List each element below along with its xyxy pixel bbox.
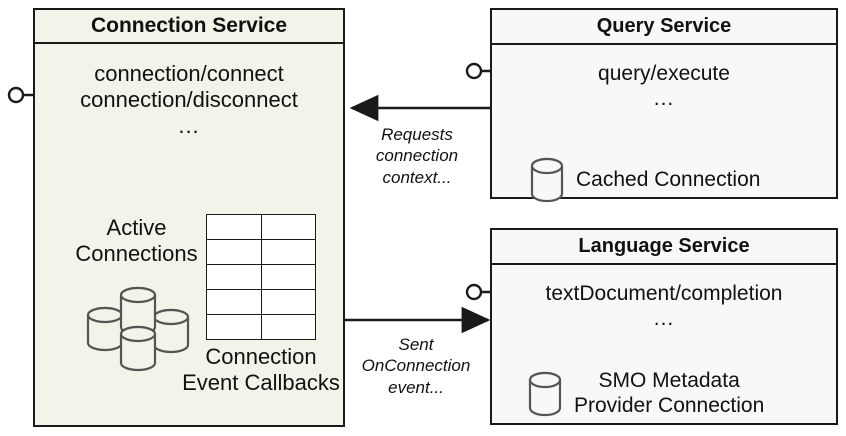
- requests-label-line2: connection: [375, 146, 459, 166]
- operation-textdocument-completion[interactable]: textDocument/completion: [545, 282, 783, 305]
- database-cylinder-icon: [530, 157, 564, 203]
- language-service-datastore: SMO Metadata Provider Connection: [528, 369, 764, 419]
- active-connections-label-line2: Connections: [75, 240, 198, 266]
- component-query-service[interactable]: Query Service query/execute ... Cached C…: [490, 8, 838, 203]
- component-language-service[interactable]: Language Service textDocument/completion…: [490, 228, 838, 425]
- table-cell: [206, 264, 262, 290]
- database-cylinder-icon: [528, 371, 562, 416]
- connection-service-operations: connection/connect connection/disconnect…: [35, 44, 343, 139]
- query-service-body: query/execute ... Cached Connection: [492, 45, 836, 203]
- smo-metadata-provider-connection-label: SMO Metadata Provider Connection: [574, 369, 764, 419]
- table-cell: [260, 314, 316, 340]
- table-cell: [260, 214, 316, 240]
- callbacks-label-line1: Connection: [205, 344, 317, 369]
- cached-connection-label: Cached Connection: [576, 167, 761, 191]
- table-row: [206, 289, 316, 315]
- query-service-datastore: Cached Connection: [530, 157, 760, 203]
- operation-connection-connect[interactable]: connection/connect: [94, 61, 284, 86]
- connection-event-callbacks-label: Connection Event Callbacks: [176, 344, 346, 396]
- table-cell: [206, 314, 262, 340]
- component-connection-service[interactable]: Connection Service connection/connect co…: [33, 8, 345, 427]
- callbacks-table-body: [206, 214, 316, 340]
- smo-caption-line2: Provider Connection: [574, 393, 765, 417]
- requests-label-line3: context...: [382, 167, 452, 187]
- table-cell: [206, 289, 262, 315]
- language-service-ellipsis: ...: [653, 306, 675, 330]
- smo-caption-line1: SMO Metadata: [598, 369, 740, 392]
- table-row: [206, 264, 316, 290]
- database-cluster-icon: [86, 286, 190, 372]
- table-cell: [206, 239, 262, 265]
- connection-service-ellipsis: ...: [178, 112, 200, 138]
- connection-service-title: Connection Service: [35, 10, 343, 44]
- table-cell: [260, 239, 316, 265]
- query-service-ellipsis: ...: [653, 86, 675, 110]
- active-connections-label-line1: Active: [106, 215, 167, 240]
- query-service-operations: query/execute ...: [492, 45, 836, 112]
- operation-connection-disconnect[interactable]: connection/disconnect: [80, 86, 298, 112]
- table-grid-icon: [206, 214, 316, 340]
- table-row: [206, 314, 316, 340]
- callbacks-label-line3: Callbacks: [244, 369, 340, 395]
- table-cell: [260, 289, 316, 315]
- edge-label-requests-connection-context: Requests connection context...: [352, 124, 482, 188]
- sent-label-line2: OnConnection: [361, 356, 471, 376]
- query-service-title: Query Service: [492, 10, 836, 45]
- connection-service-body: connection/connect connection/disconnect…: [35, 44, 343, 395]
- table-cell: [260, 264, 316, 290]
- language-service-operations: textDocument/completion ...: [492, 265, 836, 332]
- sent-label-line1: Sent: [398, 335, 434, 354]
- operation-query-execute[interactable]: query/execute: [598, 62, 730, 85]
- active-connections-label: Active Connections: [49, 215, 224, 267]
- table-cell: [206, 214, 262, 240]
- sent-label-line3: event...: [388, 377, 444, 397]
- edge-label-sent-onconnection-event: Sent OnConnection event...: [346, 334, 486, 398]
- connection-service-internals: Active Connections: [35, 44, 343, 395]
- table-row: [206, 214, 316, 240]
- requests-label-line1: Requests: [381, 125, 453, 144]
- language-service-title: Language Service: [492, 230, 836, 265]
- language-service-body: textDocument/completion ... SMO Metadata…: [492, 265, 836, 417]
- table-row: [206, 239, 316, 265]
- callbacks-label-line2: Event: [182, 369, 239, 395]
